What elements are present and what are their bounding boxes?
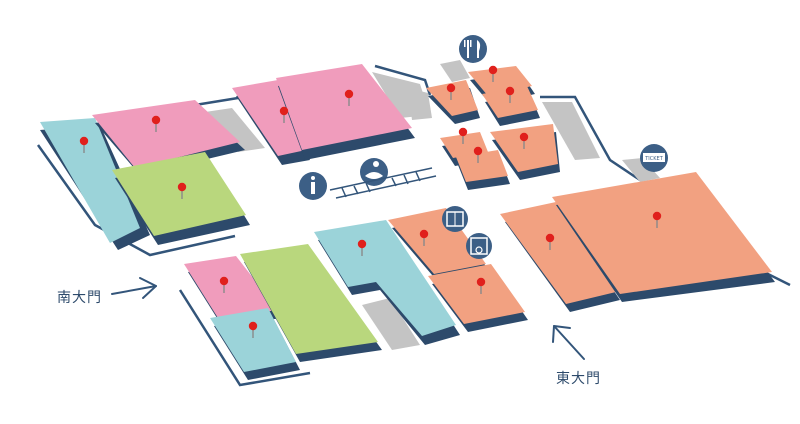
service-icons: TICKET — [299, 35, 668, 259]
store-pin[interactable] — [344, 89, 354, 106]
ticket-icon[interactable]: TICKET — [640, 144, 668, 172]
store-pin[interactable] — [473, 146, 483, 163]
store-pin[interactable] — [519, 132, 529, 149]
elevator-icon[interactable] — [442, 206, 468, 232]
south-gate-arrow — [111, 277, 157, 299]
store-pin[interactable] — [488, 65, 498, 82]
corridors — [205, 60, 660, 350]
restaurant-icon[interactable] — [459, 35, 487, 63]
store-blocks — [40, 64, 775, 380]
east-gate-label: 東大門 — [556, 371, 601, 387]
ticket-icon-text: TICKET — [644, 156, 663, 162]
gate-arrows — [111, 277, 585, 360]
store-pin[interactable] — [446, 83, 456, 100]
store-pin[interactable] — [458, 127, 468, 144]
store-pin[interactable] — [219, 276, 229, 293]
store-pin[interactable] — [357, 239, 367, 256]
store-pin[interactable] — [248, 321, 258, 338]
store-pins — [79, 65, 662, 338]
store-pin[interactable] — [652, 211, 662, 228]
baby-care-icon[interactable] — [360, 158, 388, 186]
information-icon[interactable] — [299, 172, 327, 200]
store-pin[interactable] — [279, 106, 289, 123]
east-gate-arrow — [552, 325, 585, 360]
store-pin[interactable] — [177, 182, 187, 199]
escalator-strip — [329, 167, 437, 199]
store-pin[interactable] — [151, 115, 161, 132]
store-pin[interactable] — [419, 229, 429, 246]
store-pin[interactable] — [545, 233, 555, 250]
store-pin[interactable] — [505, 86, 515, 103]
store-pin[interactable] — [79, 136, 89, 153]
store-pin[interactable] — [476, 277, 486, 294]
south-gate-label: 南大門 — [57, 290, 102, 306]
accessible-restroom-icon[interactable] — [466, 233, 492, 259]
